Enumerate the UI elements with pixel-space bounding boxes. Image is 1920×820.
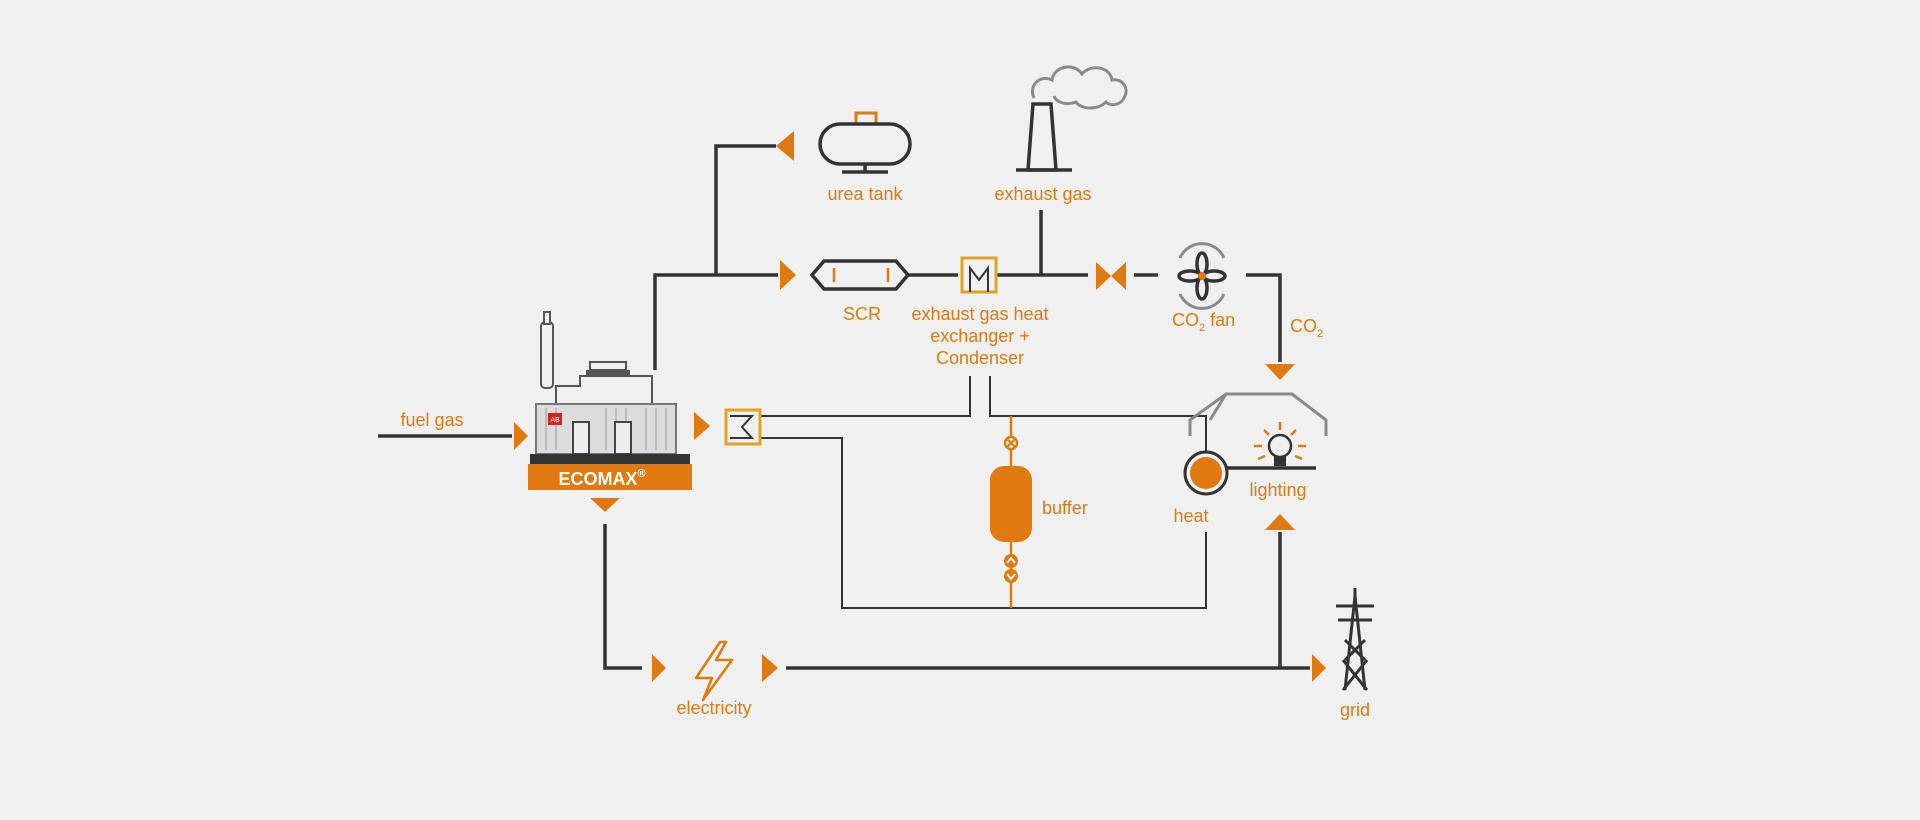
fuel-gas-arrow [514,422,528,450]
heat-exchanger-label-line2: exchanger + [930,326,1030,346]
heating-return-line [760,437,1207,609]
grid-arrow [1312,654,1326,682]
electricity-down-arrow [590,498,620,512]
light-bulb-icon [1254,422,1306,466]
engine-heat-exchanger-icon [724,408,762,446]
ecomax-badge-text: AB [550,417,560,424]
exhaust-stack-icon [1016,102,1072,172]
grid-label: grid [1340,700,1370,720]
smoke-cloud-icon [1031,65,1128,110]
heating-supply-line [760,376,971,417]
heat-label: heat [1173,506,1208,526]
electricity-in-arrow [652,654,666,682]
buffer-label: buffer [1042,498,1088,518]
electricity-out-arrow [762,654,778,682]
urea-tank-label: urea tank [827,184,903,204]
ecomax-label: ECOMAX® [558,468,645,489]
heat-exchanger-label-line1: exhaust gas heat [911,304,1048,324]
urea-line [714,144,776,275]
electricity-label: electricity [676,698,751,718]
lightning-bolt-icon [694,640,734,702]
ecomax-engine-icon: AB [528,311,692,490]
heat-circulator-icon [1183,450,1316,496]
urea-tank-icon [818,111,912,174]
scr-icon [809,259,911,291]
exhaust-gas-label: exhaust gas [994,184,1091,204]
heat-out-arrow [694,412,710,440]
flow-arrows [514,131,1326,682]
lighting-label: lighting [1249,480,1306,500]
flow-lines [378,144,1310,670]
power-pylon-icon [1336,588,1374,691]
scr-label: SCR [843,304,881,324]
greenhouse-icon [1188,392,1328,436]
urea-arrow [776,131,794,161]
co2-fan-icon [1177,242,1227,310]
scr-in-arrow [780,260,796,290]
exhaust-line-from-engine [653,273,778,370]
electricity-line [603,524,642,670]
fuel-gas-label: fuel gas [400,410,463,430]
valve-icon [1096,262,1126,290]
heat-exchanger-label-line3: Condenser [936,348,1024,368]
co2-arrow [1265,364,1295,380]
hx-return-line [989,376,1207,468]
buffer-tank-icon [990,435,1032,583]
lighting-arrow [1265,514,1295,530]
ecomax-logo-badge [548,413,562,425]
co2-line [1246,273,1282,362]
co2-fan-label: CO2 fan [1172,310,1235,334]
co2-label: CO2 [1290,316,1323,340]
exhaust-heat-exchanger-icon [960,256,998,294]
